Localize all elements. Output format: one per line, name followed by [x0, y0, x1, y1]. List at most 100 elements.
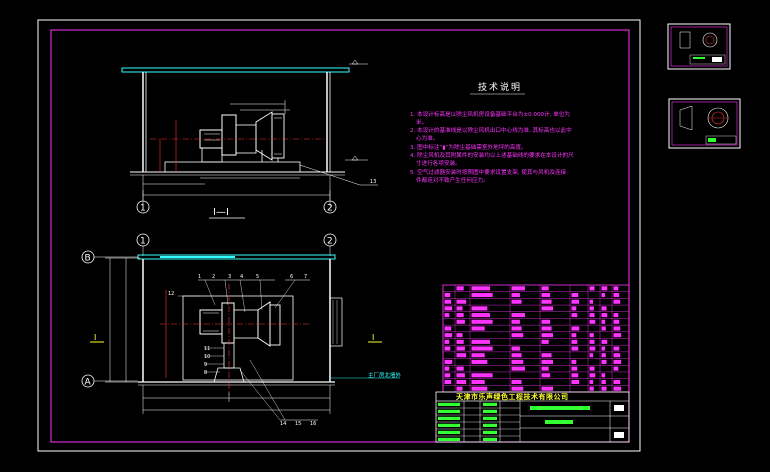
title-block-field [438, 437, 460, 441]
table-cell-text [456, 366, 464, 371]
table-cell-text [601, 346, 606, 351]
table-cell-text [471, 326, 485, 331]
table-cell-text [511, 386, 524, 391]
table-cell-text [601, 292, 606, 298]
table-cell-text [541, 339, 549, 344]
note-line: 4. 除尘风机及其附属件的安装均以上述基础线的要求在本设计的尺 [410, 151, 574, 159]
table-cell-text [589, 339, 595, 344]
title-block-field [438, 430, 460, 434]
table-cell-text [511, 379, 522, 385]
section-mark-right: I [372, 333, 374, 342]
table-cell-text [541, 292, 551, 298]
table-cell-text [601, 326, 606, 331]
table-cell-text [444, 379, 452, 385]
callout-11: 11 [204, 346, 210, 352]
company-name: 天津市乐声绿色工程技术有限公司 [456, 392, 569, 401]
table-cell-text [571, 333, 577, 338]
table-cell-text [541, 353, 552, 358]
sheet-thumbnail-1[interactable] [667, 23, 731, 70]
table-cell-text [456, 386, 463, 391]
note-line: 心为准。 [416, 134, 438, 142]
drawing-number-field [545, 420, 573, 424]
table-cell-text [471, 306, 488, 311]
section-mark-left: I [94, 333, 96, 342]
table-cell-text [444, 313, 450, 318]
table-cell-text [613, 353, 621, 358]
title-block-cells [436, 400, 629, 442]
title-block-field [438, 402, 460, 406]
table-cell-text [571, 359, 577, 364]
note-line: 件都连对不致产生任何应力。 [416, 176, 489, 184]
table-cell-text [541, 286, 549, 291]
grid-bubble-A [81, 374, 95, 388]
table-cell-text [471, 339, 490, 344]
callout-7: 7 [304, 274, 307, 280]
grid-label-2-plan: 2 [327, 237, 333, 247]
table-cell-text [444, 359, 453, 364]
table-cell-text [613, 366, 619, 371]
grid-label-2-top: 2 [327, 204, 333, 214]
title-block-field [483, 416, 497, 420]
table-cell-text [613, 299, 621, 304]
table-cell-text [456, 333, 463, 338]
table-cell-text [589, 306, 594, 311]
table-cell-text [571, 373, 579, 378]
table-cell-text [613, 319, 620, 324]
grid-bubble-2-top [323, 200, 337, 214]
table-cell-text [571, 299, 580, 304]
sheet-thumbnail-2[interactable] [668, 98, 741, 149]
grid-bubble-1-plan [136, 233, 150, 247]
note-line: 1. 本设计标高是以除尘风机房设备基础平台为±0.000计, 单位为 [410, 110, 570, 118]
table-cell-text [601, 313, 608, 318]
title-block-field [438, 416, 460, 420]
note-line: 3. 图中标注“▮”为除尘基础需室外地坪的高度。 [410, 143, 527, 151]
table-cell-text [571, 346, 579, 351]
callout-15: 15 [295, 421, 301, 427]
note-line: 2. 本设计的基准线是以除尘风机出口中心线为准, 其标高也以此中 [410, 126, 572, 134]
callout-2: 2 [212, 274, 215, 280]
table-cell-text [613, 313, 619, 318]
table-cell-text [471, 359, 488, 364]
table-cell-text [613, 359, 622, 364]
table-cell-text [589, 333, 594, 338]
table-cell-text [456, 313, 464, 318]
table-cell-text [456, 299, 467, 304]
table-cell-text [511, 326, 522, 331]
table-cell-text [471, 386, 488, 391]
outdoor-annotation: 主厂房北墙外 [368, 371, 402, 379]
drawing-title-field [530, 406, 590, 410]
notes-block: 1. 本设计标高是以除尘风机房设备基础平台为±0.000计, 单位为 米。 2.… [410, 110, 574, 184]
table-cell-text [471, 313, 490, 318]
table-cell-text [571, 379, 580, 385]
table-cell-text [456, 339, 464, 344]
table-cell-text [541, 299, 552, 304]
callout-5: 5 [256, 274, 259, 280]
plan-view [90, 246, 400, 421]
table-cell-text [601, 306, 607, 311]
title-block-field [483, 409, 497, 413]
table-cell-text [589, 299, 594, 304]
callout-4: 4 [240, 274, 243, 280]
table-cell-text [511, 313, 525, 318]
table-cell-text [541, 366, 549, 371]
table-cell-text [456, 353, 467, 358]
sheet-outer-frame [37, 19, 641, 452]
table-cell-text [613, 326, 621, 331]
table-cell-text [571, 306, 577, 311]
table-cell-text [444, 366, 450, 371]
table-cell-text [589, 346, 596, 351]
table-cell-text [613, 333, 622, 338]
table-cell-text [613, 292, 620, 298]
table-cell-text [511, 353, 522, 358]
table-cell-text [541, 306, 554, 311]
table-cell-text [613, 386, 622, 391]
table-cell-text [444, 292, 451, 298]
grid-label-1-top: 1 [140, 204, 146, 214]
table-cell-text [511, 359, 524, 364]
title-block-frame [435, 391, 630, 443]
title-block-field [483, 430, 497, 434]
table-cell-text [444, 333, 453, 338]
table-cell-text [511, 333, 524, 338]
table-cell-text [601, 359, 607, 364]
table-cell-text [444, 339, 450, 344]
